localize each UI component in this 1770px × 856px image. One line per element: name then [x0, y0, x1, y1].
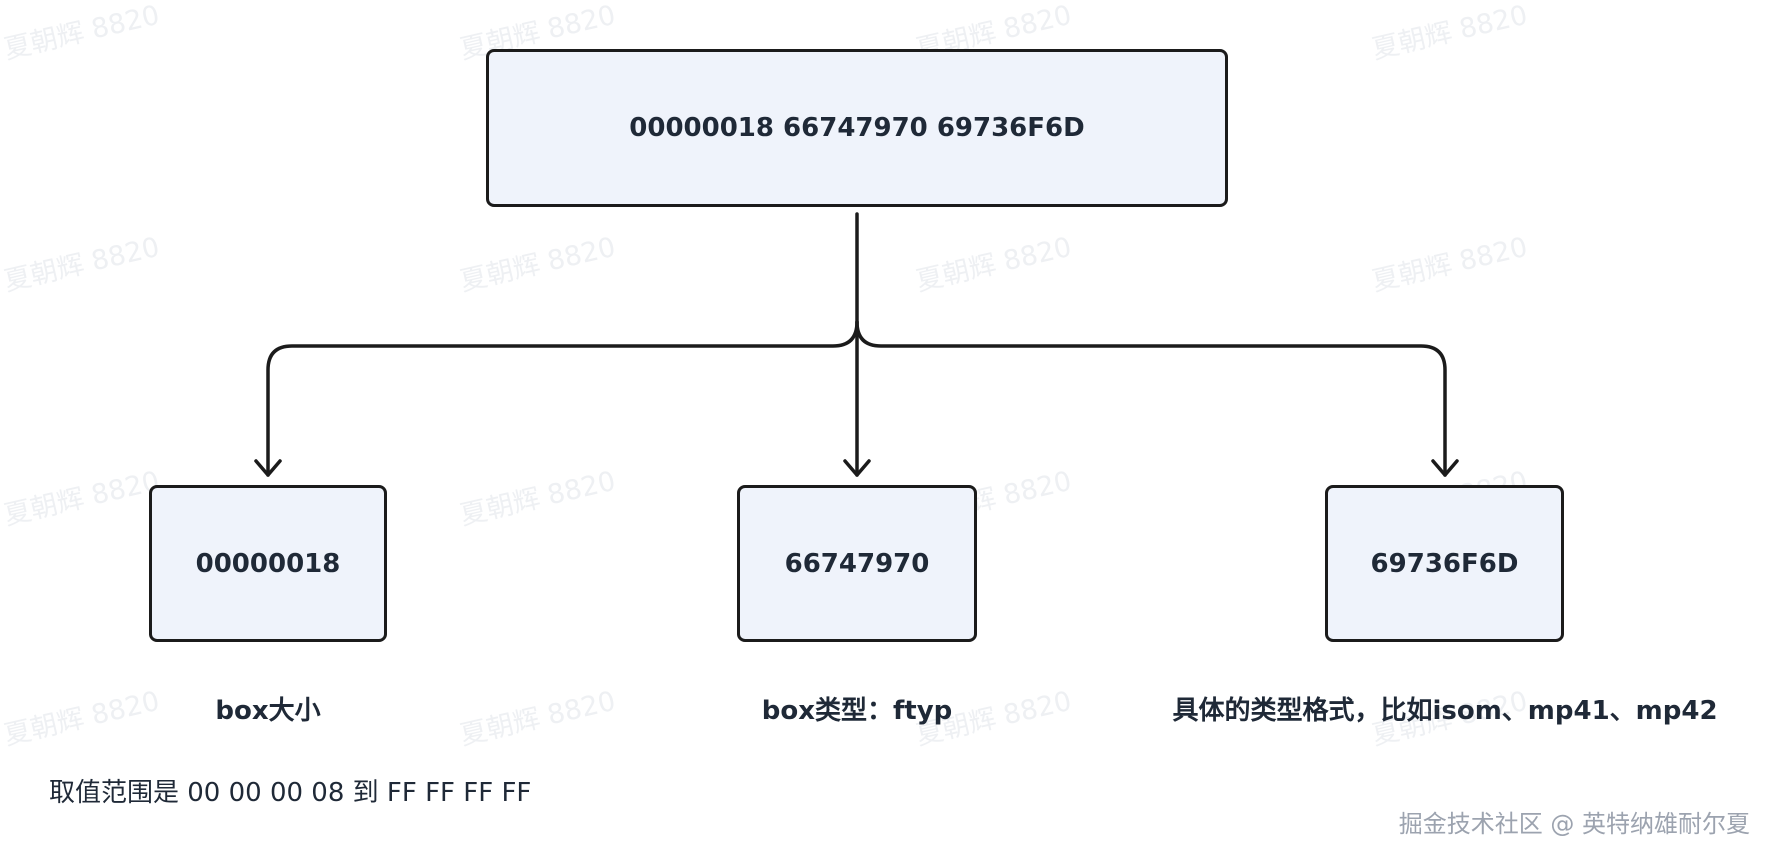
child-node-text: 69736F6D — [1370, 548, 1519, 579]
root-node: 00000018 66747970 69736F6D — [486, 49, 1228, 207]
caption-brand: 具体的类型格式，比如isom、mp41、mp42 — [1172, 696, 1718, 726]
caption-size: box大小 — [215, 696, 321, 726]
child-node-brand: 69736F6D — [1325, 485, 1564, 642]
child-node-text: 66747970 — [784, 548, 930, 579]
caption-type: box类型：ftyp — [761, 696, 953, 726]
child-node-type: 66747970 — [737, 485, 977, 642]
range-note: 取值范围是 00 00 00 08 到 FF FF FF FF — [49, 778, 532, 808]
arrowhead-left — [254, 459, 282, 477]
arrowhead-right — [1431, 459, 1459, 477]
arrowhead-middle — [843, 459, 871, 477]
child-node-text: 00000018 — [195, 548, 341, 579]
source-credit: 掘金技术社区 @ 英特纳雄耐尔夏 — [1398, 810, 1750, 838]
root-node-text: 00000018 66747970 69736F6D — [629, 113, 1085, 143]
child-node-size: 00000018 — [149, 485, 387, 642]
connector-to-right — [855, 320, 1447, 477]
connector-stem — [266, 212, 859, 477]
